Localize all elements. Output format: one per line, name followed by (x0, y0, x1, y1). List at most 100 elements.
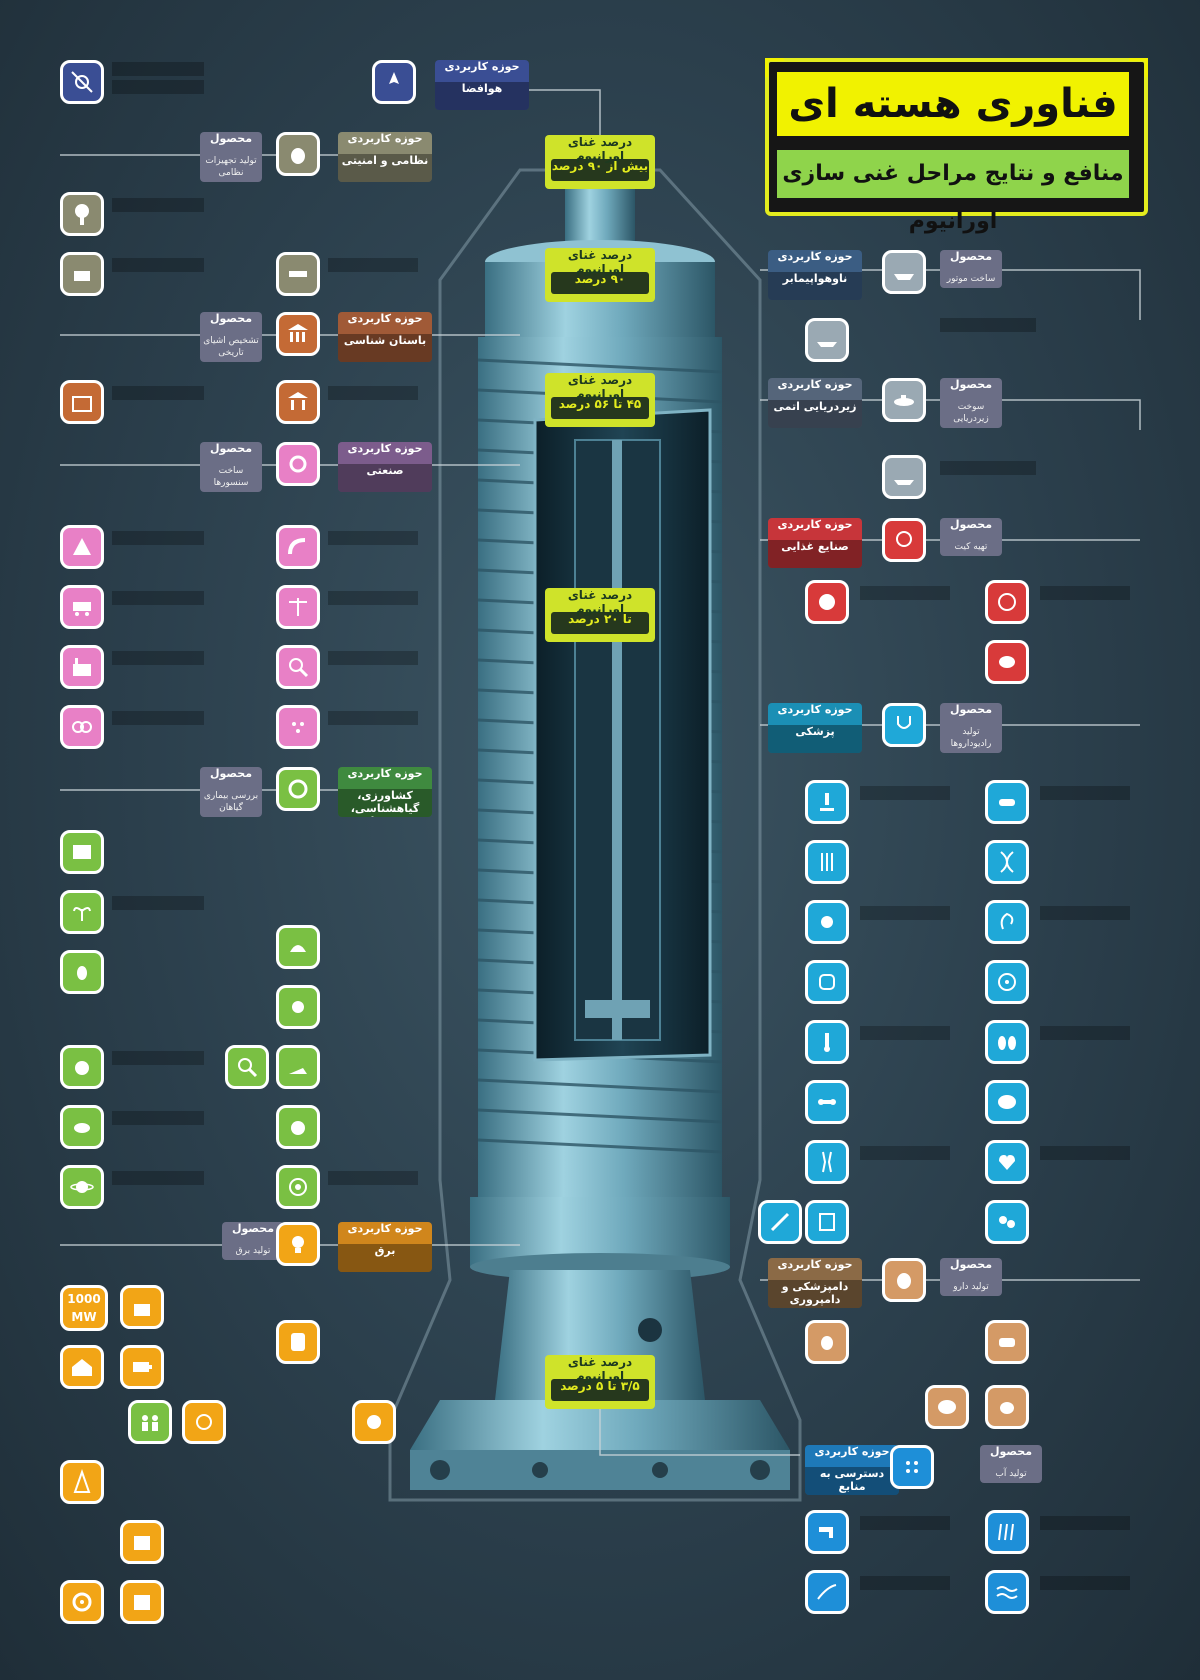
virus-icon (805, 900, 849, 944)
bulb-icon (276, 1222, 320, 1266)
field-name: باستان شناسی (338, 334, 432, 362)
note-strip (112, 258, 204, 272)
note-strip (328, 258, 418, 272)
field-tag-military: حوزه کاربردی نظامی و امنیتی (338, 132, 432, 182)
radiation-icon (60, 1580, 104, 1624)
field-name: هوافضا (435, 82, 529, 110)
product-box-submarine: محصول سوخت زیردریایی (940, 378, 1002, 428)
satellite-icon (60, 60, 104, 104)
hand-plant-icon (276, 1045, 320, 1089)
note-strip (112, 896, 204, 910)
planet-icon (60, 1165, 104, 1209)
field-heading: حوزه کاربردی (347, 312, 423, 325)
tick-icon (805, 1320, 849, 1364)
microscope-icon (805, 780, 849, 824)
enrichment-heading: درصد غنای اورانیوم (567, 373, 633, 401)
enrichment-label-3-5: درصد غنای اورانیوم ۳/۵ تا ۵ درصد (545, 1355, 655, 1409)
product-box-medical: محصول تولید رادیوداروها (940, 703, 1002, 753)
product-heading: محصول (949, 378, 993, 391)
product-box-agriculture: محصول بررسی بیماری گیاهان (200, 767, 262, 817)
main-title: فناوری هسته ای (777, 72, 1129, 136)
ear-icon (985, 900, 1029, 944)
note-strip (860, 586, 950, 600)
field-heading: حوزه کاربردی (347, 767, 423, 780)
bone-icon (805, 1080, 849, 1124)
product-box-industry: محصول ساخت سنسورها (200, 442, 262, 492)
field-name: زیردریایی اتمی (768, 400, 862, 428)
product-name: سوخت زیردریایی (953, 402, 989, 424)
note-strip (1040, 1516, 1130, 1530)
megawatt-badge: 1000 MW (60, 1285, 108, 1331)
product-heading: محصول (949, 703, 993, 716)
pepper-icon (60, 1105, 104, 1149)
sheep-icon (925, 1385, 969, 1429)
note-strip (112, 591, 204, 605)
brain-icon (985, 1080, 1029, 1124)
product-heading: محصول (209, 132, 253, 145)
detector-icon (60, 252, 104, 296)
field-heading: حوزه کاربردی (777, 703, 853, 716)
product-heading: محصول (231, 1222, 275, 1235)
note-strip (1040, 1026, 1130, 1040)
field-heading: حوزه کاربردی (777, 518, 853, 531)
field-tag-water: حوزه کاربردی دسترسی به منابع (805, 1445, 899, 1495)
enrichment-label-90: درصد غنای اورانیوم ۹۰ درصد (545, 248, 655, 302)
aircraft-carrier-icon (805, 318, 849, 362)
enrichment-heading: درصد غنای اورانیوم (567, 135, 633, 163)
product-heading: محصول (209, 312, 253, 325)
fruit-basket-icon (805, 580, 849, 624)
reactor-icon (120, 1580, 164, 1624)
note-strip (1040, 1576, 1130, 1590)
product-name: تولید برق (235, 1246, 271, 1256)
field-tag-medical: حوزه کاربردی پزشکی (768, 703, 862, 753)
note-strip (112, 711, 204, 725)
field-name: پزشکی (768, 725, 862, 753)
field-tag-aerospace: حوزه کاربردی هوافضا (435, 60, 529, 110)
product-box-carrier: محصول ساخت موتور (940, 250, 1002, 288)
intestine-icon (805, 960, 849, 1004)
field-tag-power: حوزه کاربردی برق (338, 1222, 432, 1272)
syringe-icon (758, 1200, 802, 1244)
field-tag-archaeology: حوزه کاربردی باستان شناسی (338, 312, 432, 362)
product-name: تشخیص اشیای تاریخی (203, 336, 259, 358)
rain-icon (985, 1510, 1029, 1554)
gear-icon (276, 442, 320, 486)
pills-icon (985, 780, 1029, 824)
field-tag-veterinary: حوزه کاربردی دامپزشکی و دامپروری (768, 1258, 862, 1308)
seed-search-icon (225, 1045, 269, 1089)
stethoscope-icon (882, 703, 926, 747)
subtitle: منافع و نتایج مراحل غنی سازی اورانیوم (777, 150, 1129, 234)
field-name: دسترسی به منابع (805, 1467, 899, 1495)
note-strip (860, 1146, 950, 1160)
enrichment-value: ۳/۵ تا ۵ درصد (551, 1379, 649, 1401)
enrichment-label-90plus: درصد غنای اورانیوم بیش از ۹۰ درصد (545, 135, 655, 189)
enrichment-heading: درصد غنای اورانیوم (567, 248, 633, 276)
fruit-icon (60, 1045, 104, 1089)
heart-icon (985, 1140, 1029, 1184)
field-tag-submarine: حوزه کاربردی زیردریایی اتمی (768, 378, 862, 428)
note-strip (112, 531, 204, 545)
field-heading: حوزه کاربردی (347, 1222, 423, 1235)
title-panel: فناوری هسته ای منافع و نتایج مراحل غنی س… (765, 58, 1148, 234)
blood-cells-icon (985, 1200, 1029, 1244)
note-strip (112, 1051, 204, 1065)
explosion-icon (60, 192, 104, 236)
product-box-military: محصول تولید تجهیزات نظامی (200, 132, 262, 182)
power-plant-icon (120, 1285, 164, 1329)
prism-icon (60, 525, 104, 569)
note-strip (860, 906, 950, 920)
product-heading: محصول (949, 250, 993, 263)
enrichment-heading: درصد غنای اورانیوم (567, 588, 633, 616)
field-name: صنایع غذایی (768, 540, 862, 568)
field-heading: حوزه کاربردی (347, 132, 423, 145)
field-name: نظامی و امنیتی (338, 154, 432, 182)
enrichment-value: بیش از ۹۰ درصد (551, 159, 649, 181)
field-heading: حوزه کاربردی (347, 442, 423, 455)
note-strip (112, 62, 204, 76)
dna-icon (985, 840, 1029, 884)
note-strip (940, 318, 1036, 332)
enrichment-label-20: درصد غنای اورانیوم تا ۲۰ درصد (545, 588, 655, 642)
field-tag-industry: حوزه کاربردی صنعتی (338, 442, 432, 492)
note-strip (112, 198, 204, 212)
product-heading: محصول (989, 1445, 1033, 1458)
